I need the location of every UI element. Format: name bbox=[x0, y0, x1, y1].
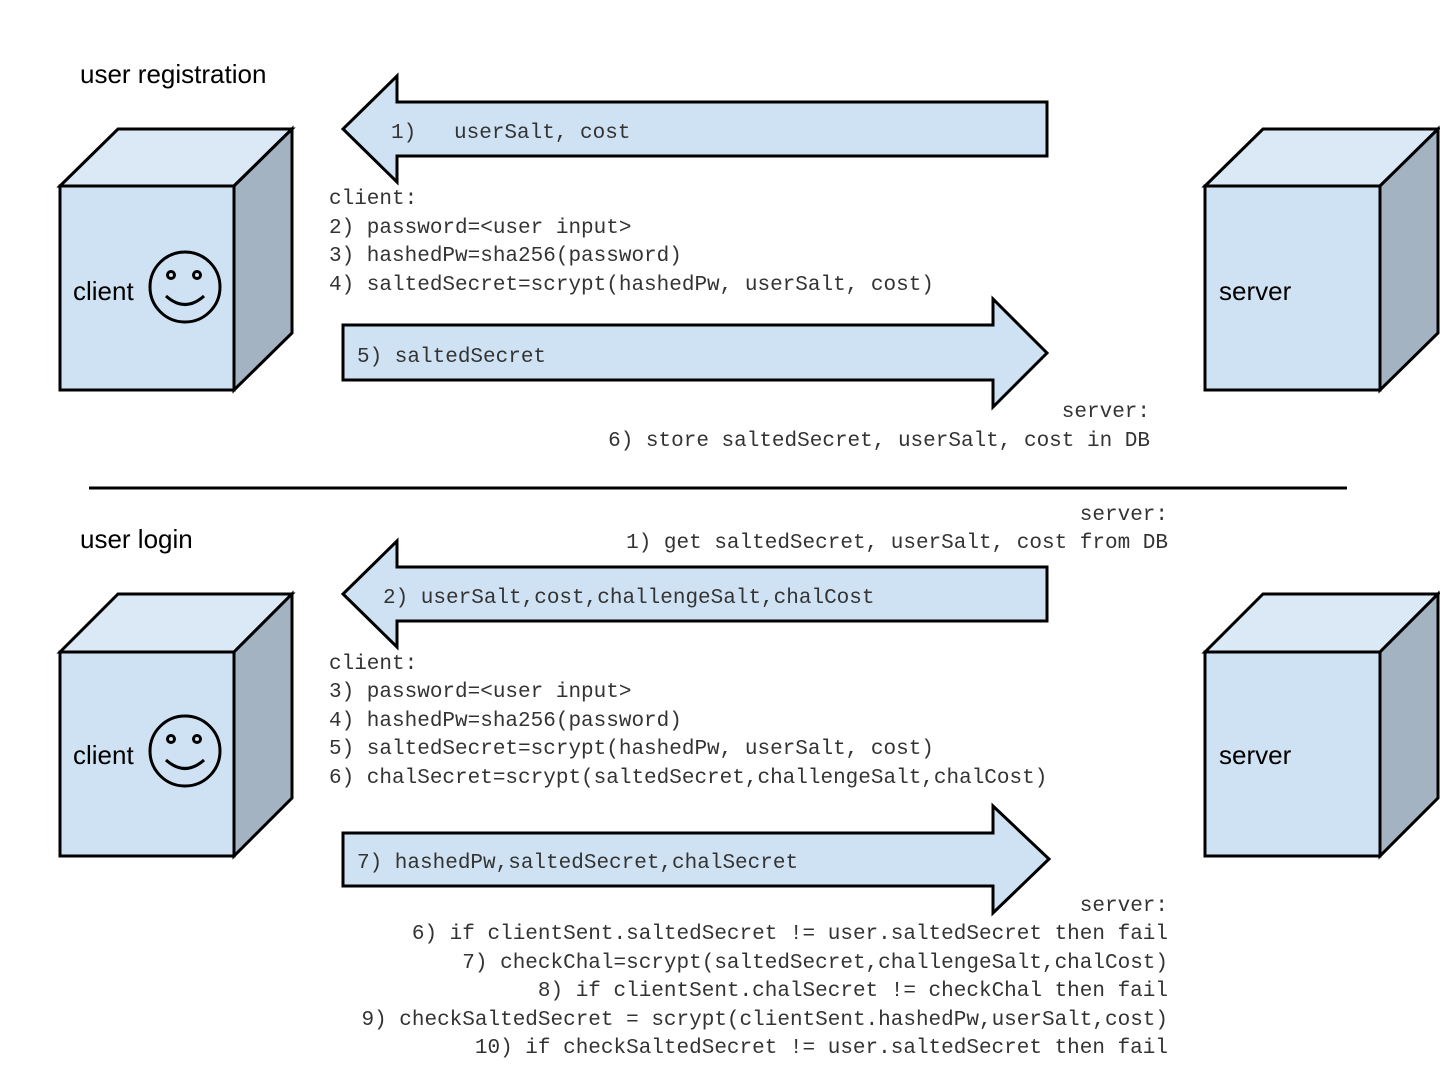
registration-server-label: server bbox=[1219, 276, 1292, 306]
registration-client-step: 2) password=<user input> bbox=[329, 217, 631, 240]
registration-client-heading: client: bbox=[329, 188, 417, 211]
login-server-step: 8) if clientSent.chalSecret != checkChal… bbox=[538, 980, 1168, 1003]
registration-server-cube: server bbox=[1201, 125, 1440, 394]
registration-server-step: 6) store saltedSecret, userSalt, cost in… bbox=[608, 430, 1150, 453]
login-client-step: 4) hashedPw=sha256(password) bbox=[329, 710, 682, 733]
registration-server-heading: server: bbox=[1062, 401, 1150, 424]
registration-title: user registration bbox=[80, 59, 266, 89]
registration-client-label: client bbox=[73, 276, 134, 306]
registration-arrow-salt: 1) userSalt, cost bbox=[340, 72, 1049, 186]
registration-arrow-salt-label: 1) userSalt, cost bbox=[391, 122, 630, 145]
login-server-label: server bbox=[1219, 740, 1292, 770]
login-arrow-challenge-label: 2) userSalt,cost,challengeSalt,chalCost bbox=[383, 587, 874, 610]
login-server-step-top: 1) get saltedSecret, userSalt, cost from… bbox=[626, 532, 1168, 555]
login-client-cube: client bbox=[56, 590, 296, 860]
login-title: user login bbox=[80, 524, 193, 554]
registration-client-step: 3) hashedPw=sha256(password) bbox=[329, 245, 682, 268]
smiley-icon bbox=[148, 714, 222, 788]
registration-arrow-secret: 5) saltedSecret bbox=[341, 295, 1050, 411]
login-arrow-secrets: 7) hashedPw,saltedSecret,chalSecret bbox=[341, 802, 1052, 917]
registration-client-cube: client bbox=[56, 125, 296, 394]
login-server-step: 6) if clientSent.saltedSecret != user.sa… bbox=[412, 923, 1168, 946]
login-arrow-secrets-label: 7) hashedPw,saltedSecret,chalSecret bbox=[357, 852, 798, 875]
registration-client-step: 4) saltedSecret=scrypt(hashedPw, userSal… bbox=[329, 274, 934, 297]
login-client-heading: client: bbox=[329, 653, 417, 676]
login-server-cube: server bbox=[1201, 590, 1440, 860]
login-server-heading-top: server: bbox=[1080, 504, 1168, 527]
login-server-step: 9) checkSaltedSecret = scrypt(clientSent… bbox=[361, 1009, 1168, 1032]
login-client-step: 5) saltedSecret=scrypt(hashedPw, userSal… bbox=[329, 738, 934, 761]
login-client-label: client bbox=[73, 740, 134, 770]
registration-arrow-secret-label: 5) saltedSecret bbox=[357, 346, 546, 369]
login-client-step: 3) password=<user input> bbox=[329, 681, 631, 704]
login-arrow-challenge: 2) userSalt,cost,challengeSalt,chalCost bbox=[340, 537, 1049, 651]
smiley-icon bbox=[148, 250, 222, 324]
login-server-heading-bottom: server: bbox=[1080, 895, 1168, 918]
login-client-step: 6) chalSecret=scrypt(saltedSecret,challe… bbox=[329, 767, 1047, 790]
login-server-step: 7) checkChal=scrypt(saltedSecret,challen… bbox=[462, 952, 1168, 975]
login-server-step: 10) if checkSaltedSecret != user.saltedS… bbox=[475, 1037, 1168, 1060]
